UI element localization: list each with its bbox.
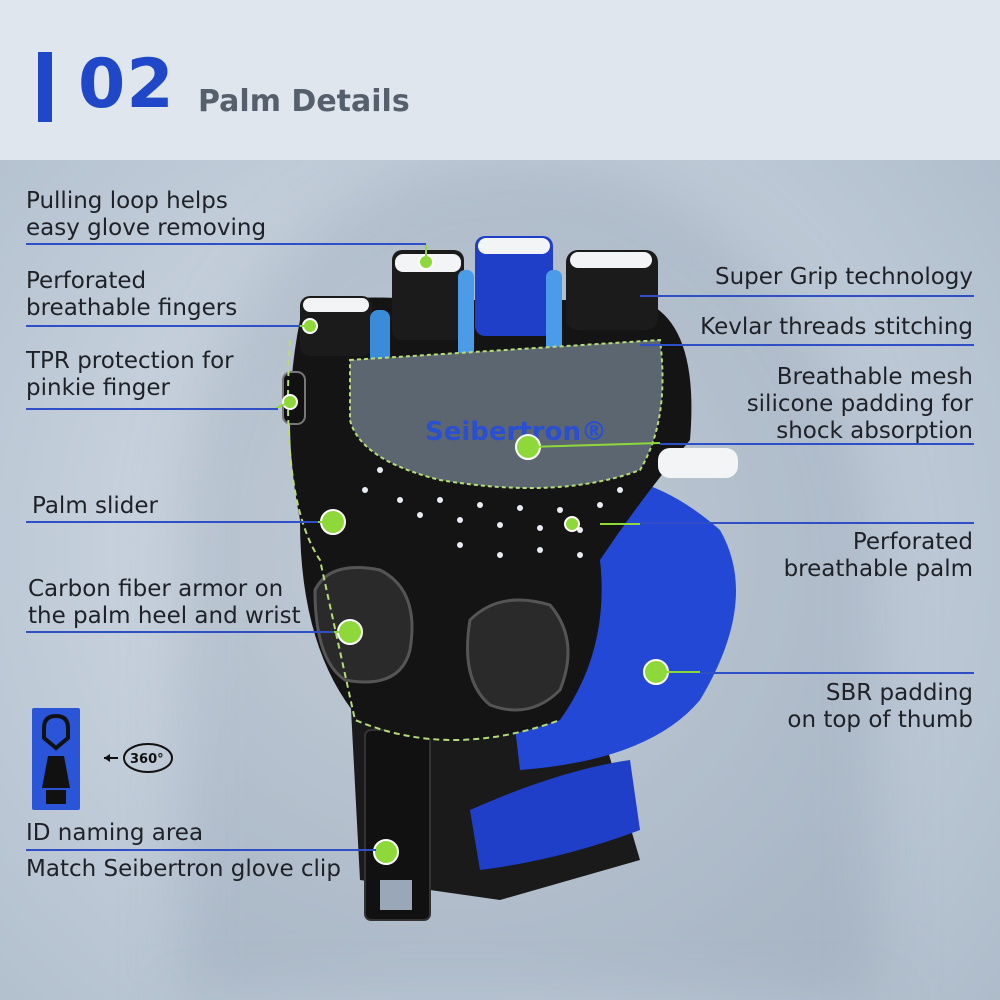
callout-rule <box>26 243 426 245</box>
callout-palm-slider: Palm slider <box>32 493 159 519</box>
glove-finger-ring <box>566 250 658 330</box>
callout-carbon-armor: Carbon fiber armor on the palm heel and … <box>28 576 301 630</box>
rotation-badge-text: 360° <box>130 752 164 767</box>
palm-padding <box>349 338 664 489</box>
glove-clip-icon <box>32 708 80 810</box>
callout-rule <box>26 521 318 523</box>
callout-rule <box>640 295 974 297</box>
callout-line: breathable fingers <box>26 295 238 321</box>
glove-fingertip <box>303 298 369 312</box>
callout-kevlar: Kevlar threads stitching <box>700 314 973 340</box>
callout-line: the palm heel and wrist <box>28 603 301 629</box>
stitching-outline <box>287 339 561 741</box>
glove-thumb-tip <box>658 448 738 478</box>
section-number: 02 <box>78 45 175 124</box>
callout-rule <box>26 408 278 410</box>
callout-rule <box>26 631 334 633</box>
rotate-360-icon: 360° <box>104 743 173 773</box>
callout-tpr-pinkie: TPR protection for pinkie finger <box>26 348 234 402</box>
finger-grip-strip <box>546 270 562 360</box>
callout-rule <box>26 849 376 851</box>
callout-rule <box>700 672 974 674</box>
callout-perforated-fingers: Perforated breathable fingers <box>26 268 237 322</box>
callout-pulling-loop: Pulling loop helps easy glove removing <box>26 188 266 242</box>
callout-line: pinkie finger <box>26 375 171 401</box>
callout-rule <box>26 325 300 327</box>
callout-connectors <box>275 245 700 673</box>
callout-line: silicone padding for <box>746 391 973 417</box>
id-tag-slot <box>380 880 412 910</box>
section-header: 02 Palm Details <box>0 0 1000 160</box>
palm-perforations <box>362 467 623 558</box>
carbon-armor-wrist <box>466 598 570 712</box>
callout-line: breathable palm <box>783 556 973 582</box>
callout-line: Pulling loop helps <box>26 188 228 214</box>
callout-line: Perforated <box>852 529 973 555</box>
glove-fingertip <box>478 238 550 254</box>
finger-grip-strip <box>370 310 390 370</box>
callout-match-clip: Match Seibertron glove clip <box>26 856 341 882</box>
finger-grip-strip <box>458 270 474 360</box>
callout-rule <box>660 443 974 445</box>
callout-line: shock absorption <box>776 418 973 444</box>
callout-super-grip: Super Grip technology <box>715 264 973 290</box>
callout-line: Carbon fiber armor on <box>28 576 284 602</box>
callout-sbr-padding: SBR padding on top of thumb <box>787 680 973 734</box>
callout-rule <box>640 344 974 346</box>
carbon-armor-heel <box>313 566 414 684</box>
brand-mark-text: Seibertron® <box>425 417 607 447</box>
callout-rule <box>640 522 974 524</box>
header-accent-bar <box>38 52 52 122</box>
callout-line: SBR padding <box>825 680 973 706</box>
callout-mesh-padding: Breathable mesh silicone padding for sho… <box>747 364 973 445</box>
callout-line: Breathable mesh <box>776 364 973 390</box>
callout-line: TPR protection for <box>26 348 234 374</box>
callout-id-naming: ID naming area <box>26 820 204 846</box>
callout-line: easy glove removing <box>26 215 267 241</box>
glove-wrist-strap <box>470 760 640 870</box>
callout-line: on top of thumb <box>787 707 973 733</box>
callout-line: Perforated <box>26 268 147 294</box>
glove-fingertip <box>570 252 652 268</box>
section-title: Palm Details <box>198 84 410 119</box>
glove-finger-index <box>392 250 464 340</box>
glove-finger-middle <box>475 236 553 336</box>
callout-perforated-palm: Perforated breathable palm <box>784 529 973 583</box>
